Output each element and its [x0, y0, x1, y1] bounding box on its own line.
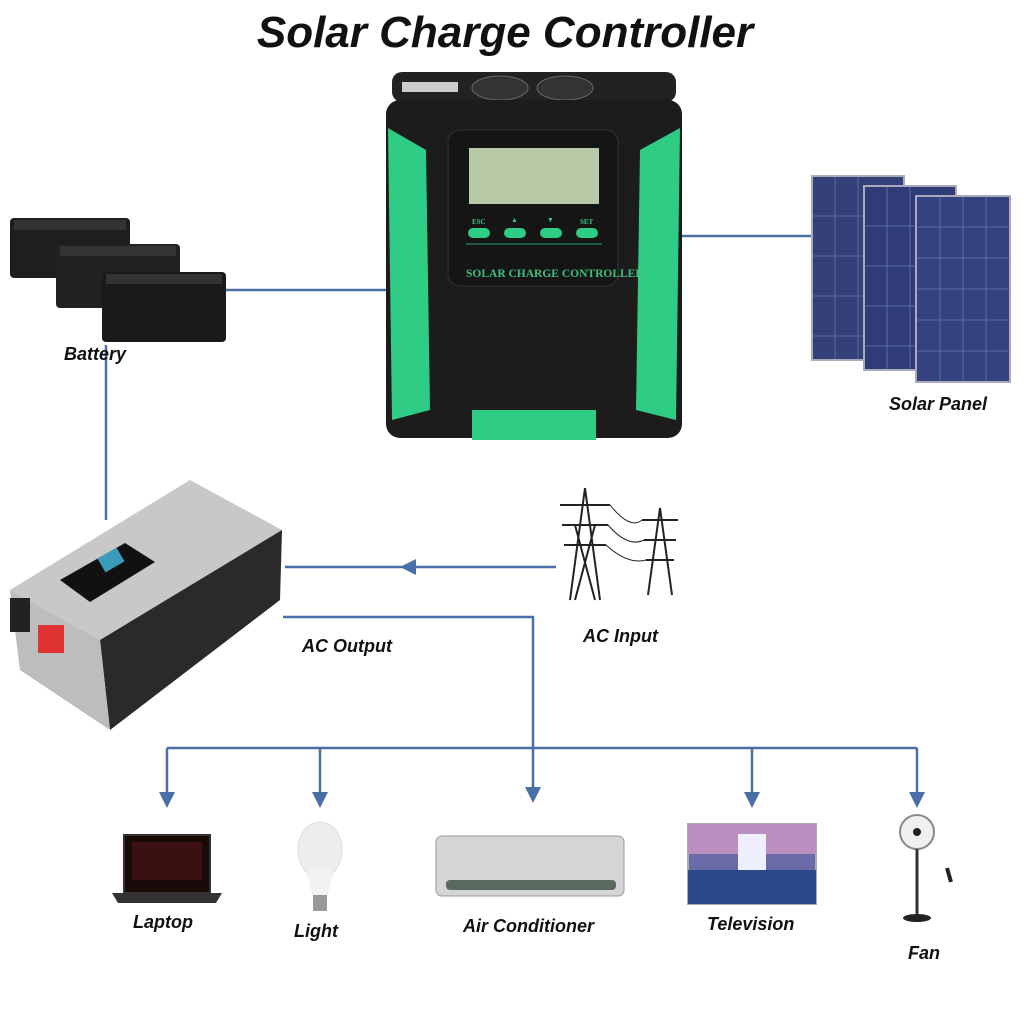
television-label: Television: [707, 914, 795, 934]
arrows: [159, 559, 925, 808]
charge-controller: [386, 72, 682, 440]
arrow-down-icon: [744, 792, 760, 808]
lcd-screen: [469, 148, 599, 204]
controller-label: SOLAR CHARGE CONTROLLER: [466, 268, 644, 280]
light-bulb-icon: [297, 821, 343, 911]
down-label: ▼: [547, 216, 554, 224]
arrow-down-icon: [909, 792, 925, 808]
air-conditioner-icon: [435, 835, 625, 897]
set-button[interactable]: [576, 228, 598, 238]
battery-label: Battery: [64, 344, 127, 364]
esc-label: ESC: [472, 218, 486, 226]
up-label: ▲: [511, 216, 518, 224]
solar-panel-label: Solar Panel: [889, 394, 988, 414]
inverter-icon: [10, 480, 282, 730]
connection-lines: [104, 234, 919, 795]
page-title: Solar Charge Controller: [256, 8, 754, 57]
ac-output-label: AC Output: [302, 636, 392, 656]
ac-output-line: [283, 615, 535, 790]
up-button[interactable]: [504, 228, 526, 238]
laptop-icon: [112, 834, 222, 903]
battery-icon: [10, 218, 226, 342]
down-button[interactable]: [540, 228, 562, 238]
arrow-down-icon: [525, 787, 541, 803]
laptop-label: Laptop: [133, 912, 193, 932]
fan-icon: [899, 814, 953, 922]
arrow-left-icon: [400, 559, 416, 575]
esc-button[interactable]: [468, 228, 490, 238]
power-tower-icon: [560, 487, 678, 601]
solar-panel-icon: [811, 175, 1011, 383]
arrow-down-icon: [159, 792, 175, 808]
fan-label: Fan: [908, 943, 941, 963]
arrow-down-icon: [312, 792, 328, 808]
air-conditioner-label: Air Conditioner: [463, 916, 594, 936]
light-label: Light: [294, 921, 338, 941]
ac-input-label: AC Input: [583, 626, 658, 646]
set-label: SET: [580, 218, 594, 226]
television-icon: [687, 823, 817, 905]
